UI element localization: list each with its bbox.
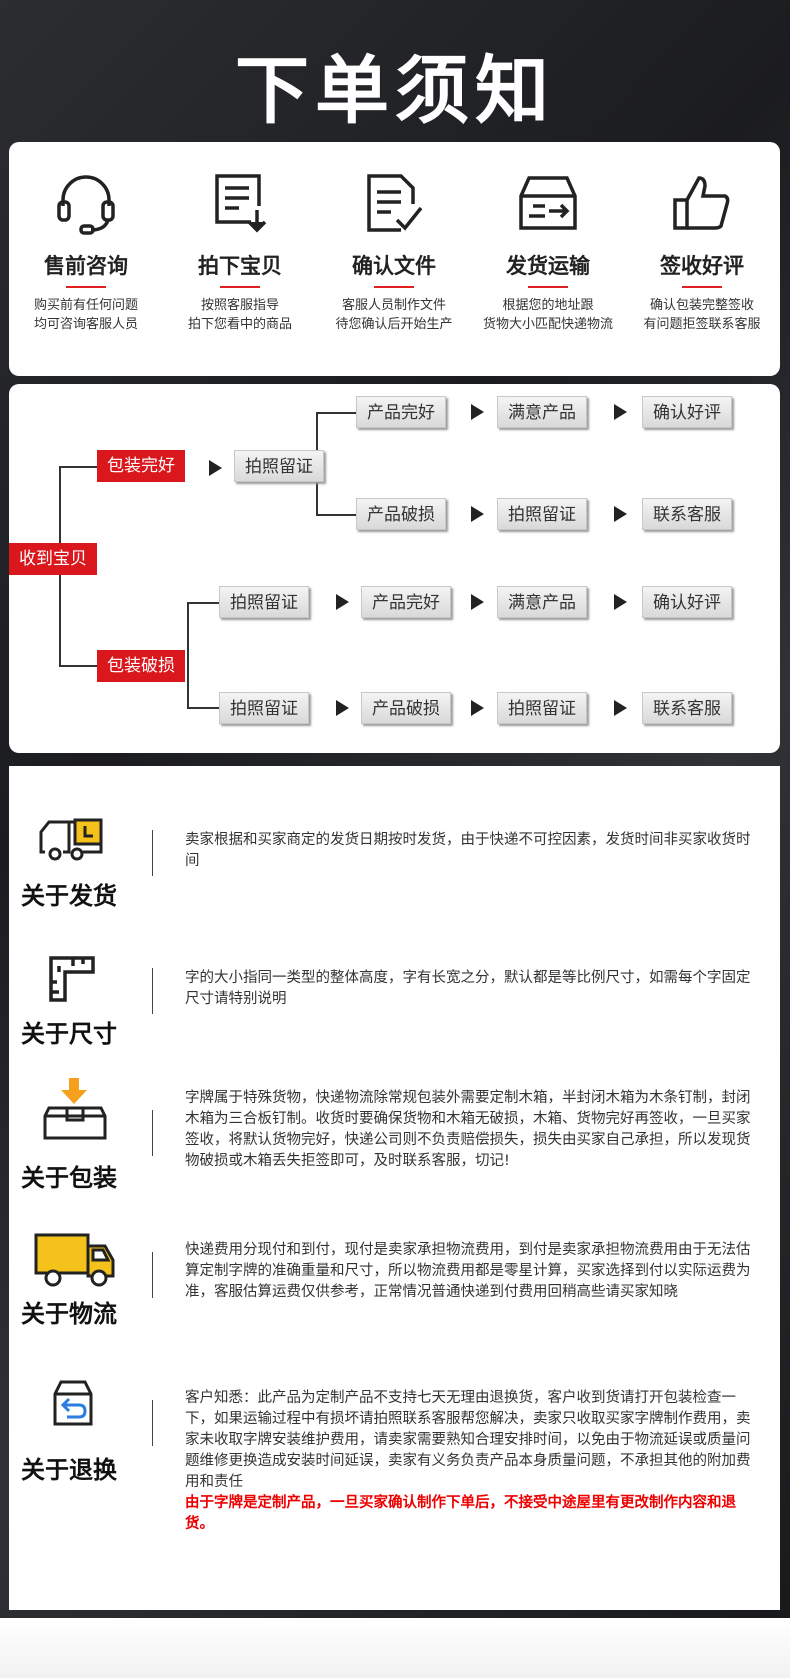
step-name: 拍下宝贝 bbox=[198, 254, 282, 278]
arrow-icon bbox=[614, 594, 627, 610]
flow-satisfied-2: 满意产品 bbox=[497, 586, 587, 618]
arrow-icon bbox=[614, 700, 627, 716]
flow-photo-5: 拍照留证 bbox=[497, 692, 587, 724]
step-shipping: 发货运输 根据您的地址跟 货物大小匹配快递物流 bbox=[471, 142, 625, 334]
flow-satisfied: 满意产品 bbox=[497, 396, 587, 428]
notice-label: 关于退换 bbox=[21, 1456, 117, 1484]
headset-icon bbox=[57, 175, 115, 235]
arrow-icon bbox=[471, 594, 484, 610]
step-order: 拍下宝贝 按照客服指导 拍下您看中的商品 bbox=[163, 142, 317, 334]
notice-panel: 关于发货 卖家根据和买家商定的发货日期按时发货，由于快递不可控因素，发货时间非买… bbox=[9, 766, 780, 1610]
arrow-icon bbox=[209, 460, 222, 476]
step-desc: 货物大小匹配快递物流 bbox=[482, 317, 613, 332]
flow-prod-ok: 产品完好 bbox=[356, 396, 446, 428]
notice-label: 关于物流 bbox=[21, 1300, 117, 1328]
order-steps-panel: 售前咨询 购买前有任何问题 均可咨询客服人员 拍下宝贝 按照客服指导 拍下您看中… bbox=[9, 142, 780, 376]
step-name: 签收好评 bbox=[660, 254, 744, 278]
delivery-truck-icon bbox=[39, 818, 103, 861]
flow-contact-2: 联系客服 bbox=[642, 692, 732, 724]
page-footer bbox=[0, 1618, 790, 1678]
step-desc: 均可咨询客服人员 bbox=[33, 317, 138, 332]
notice-text: 字牌属于特殊货物，快递物流除常规包装外需要定制木箱，半封闭木箱为木条钉制，封闭木… bbox=[185, 1090, 751, 1169]
ruler-icon bbox=[49, 956, 95, 1002]
logistics-truck-icon bbox=[34, 1233, 115, 1287]
page-title: 下单须知 bbox=[235, 48, 555, 134]
flow-confirm: 确认好评 bbox=[642, 396, 732, 428]
step-desc: 待您确认后开始生产 bbox=[335, 317, 453, 332]
return-policy-text: 客户知悉：此产品为定制产品不支持七天无理由退换货，客户收到货请打开包装检查一下，… bbox=[185, 1390, 751, 1490]
step-desc: 确认包装完整签收 bbox=[649, 298, 754, 313]
download-doc-icon bbox=[215, 174, 267, 233]
shipping-box-icon bbox=[519, 176, 577, 230]
flow-photo-3: 拍照留证 bbox=[219, 586, 309, 618]
flow-photo-2: 拍照留证 bbox=[497, 498, 587, 530]
step-desc: 客服人员制作文件 bbox=[341, 298, 446, 313]
step-presale: 售前咨询 购买前有任何问题 均可咨询客服人员 bbox=[9, 142, 163, 334]
step-name: 发货运输 bbox=[506, 254, 590, 278]
arrow-icon bbox=[614, 506, 627, 522]
step-desc: 有问题拒签联系客服 bbox=[643, 317, 761, 332]
flow-photo-4: 拍照留证 bbox=[219, 692, 309, 724]
step-confirm: 确认文件 客服人员制作文件 待您确认后开始生产 bbox=[317, 142, 471, 334]
step-name: 售前咨询 bbox=[44, 254, 128, 278]
notice-label: 关于包装 bbox=[21, 1164, 117, 1192]
flow-contact: 联系客服 bbox=[642, 498, 732, 530]
step-desc: 按照客服指导 bbox=[200, 298, 279, 313]
step-review: 签收好评 确认包装完整签收 有问题拒签联系客服 bbox=[625, 142, 779, 334]
notice-text: 字的大小指同一类型的整体高度，字有长宽之分，默认都是等比例尺寸，如需每个字固定尺… bbox=[185, 970, 751, 1007]
flow-photo: 拍照留证 bbox=[234, 450, 324, 482]
package-icon bbox=[43, 1078, 107, 1140]
document-check-icon bbox=[367, 174, 423, 232]
step-desc: 根据您的地址跟 bbox=[502, 298, 594, 313]
arrow-icon bbox=[471, 506, 484, 522]
flow-receive: 收到宝贝 bbox=[9, 543, 97, 575]
step-desc: 购买前有任何问题 bbox=[33, 298, 138, 313]
step-name: 确认文件 bbox=[352, 254, 436, 278]
arrow-icon bbox=[336, 594, 349, 610]
thumbs-up-icon bbox=[673, 176, 730, 230]
flow-confirm-2: 确认好评 bbox=[642, 586, 732, 618]
notice-text: 客户知悉：此产品为定制产品不支持七天无理由退换货，客户收到货请打开包装检查一下，… bbox=[185, 1388, 760, 1535]
arrow-icon bbox=[471, 404, 484, 420]
notice-text: 快递费用分现付和到付，现付是卖家承担物流费用，到付是卖家承担物流费用由于无法估算… bbox=[185, 1242, 751, 1300]
return-warning: 由于字牌是定制产品，一旦买家确认制作下单后，不接受中途屋里有更改制作内容和退货。 bbox=[185, 1495, 736, 1532]
arrow-icon bbox=[471, 700, 484, 716]
flow-pack-ok: 包装完好 bbox=[97, 450, 185, 482]
notice-label: 关于发货 bbox=[21, 882, 117, 910]
step-desc: 拍下您看中的商品 bbox=[187, 317, 292, 332]
arrow-icon bbox=[336, 700, 349, 716]
flow-prod-bad: 产品破损 bbox=[356, 498, 446, 530]
return-box-icon bbox=[53, 1380, 93, 1426]
flow-pack-bad: 包装破损 bbox=[97, 650, 185, 682]
receive-flow-panel: 收到宝贝 包装完好 包装破损 拍照留证 产品完好 满意产品 确认好评 产品破损 … bbox=[9, 384, 780, 753]
arrow-icon bbox=[614, 404, 627, 420]
notice-label: 关于尺寸 bbox=[21, 1020, 117, 1048]
notice-text: 卖家根据和买家商定的发货日期按时发货，由于快递不可控因素，发货时间非买家收货时间 bbox=[185, 832, 751, 869]
flow-prod-bad-2: 产品破损 bbox=[361, 692, 451, 724]
flow-prod-ok-2: 产品完好 bbox=[361, 586, 451, 618]
